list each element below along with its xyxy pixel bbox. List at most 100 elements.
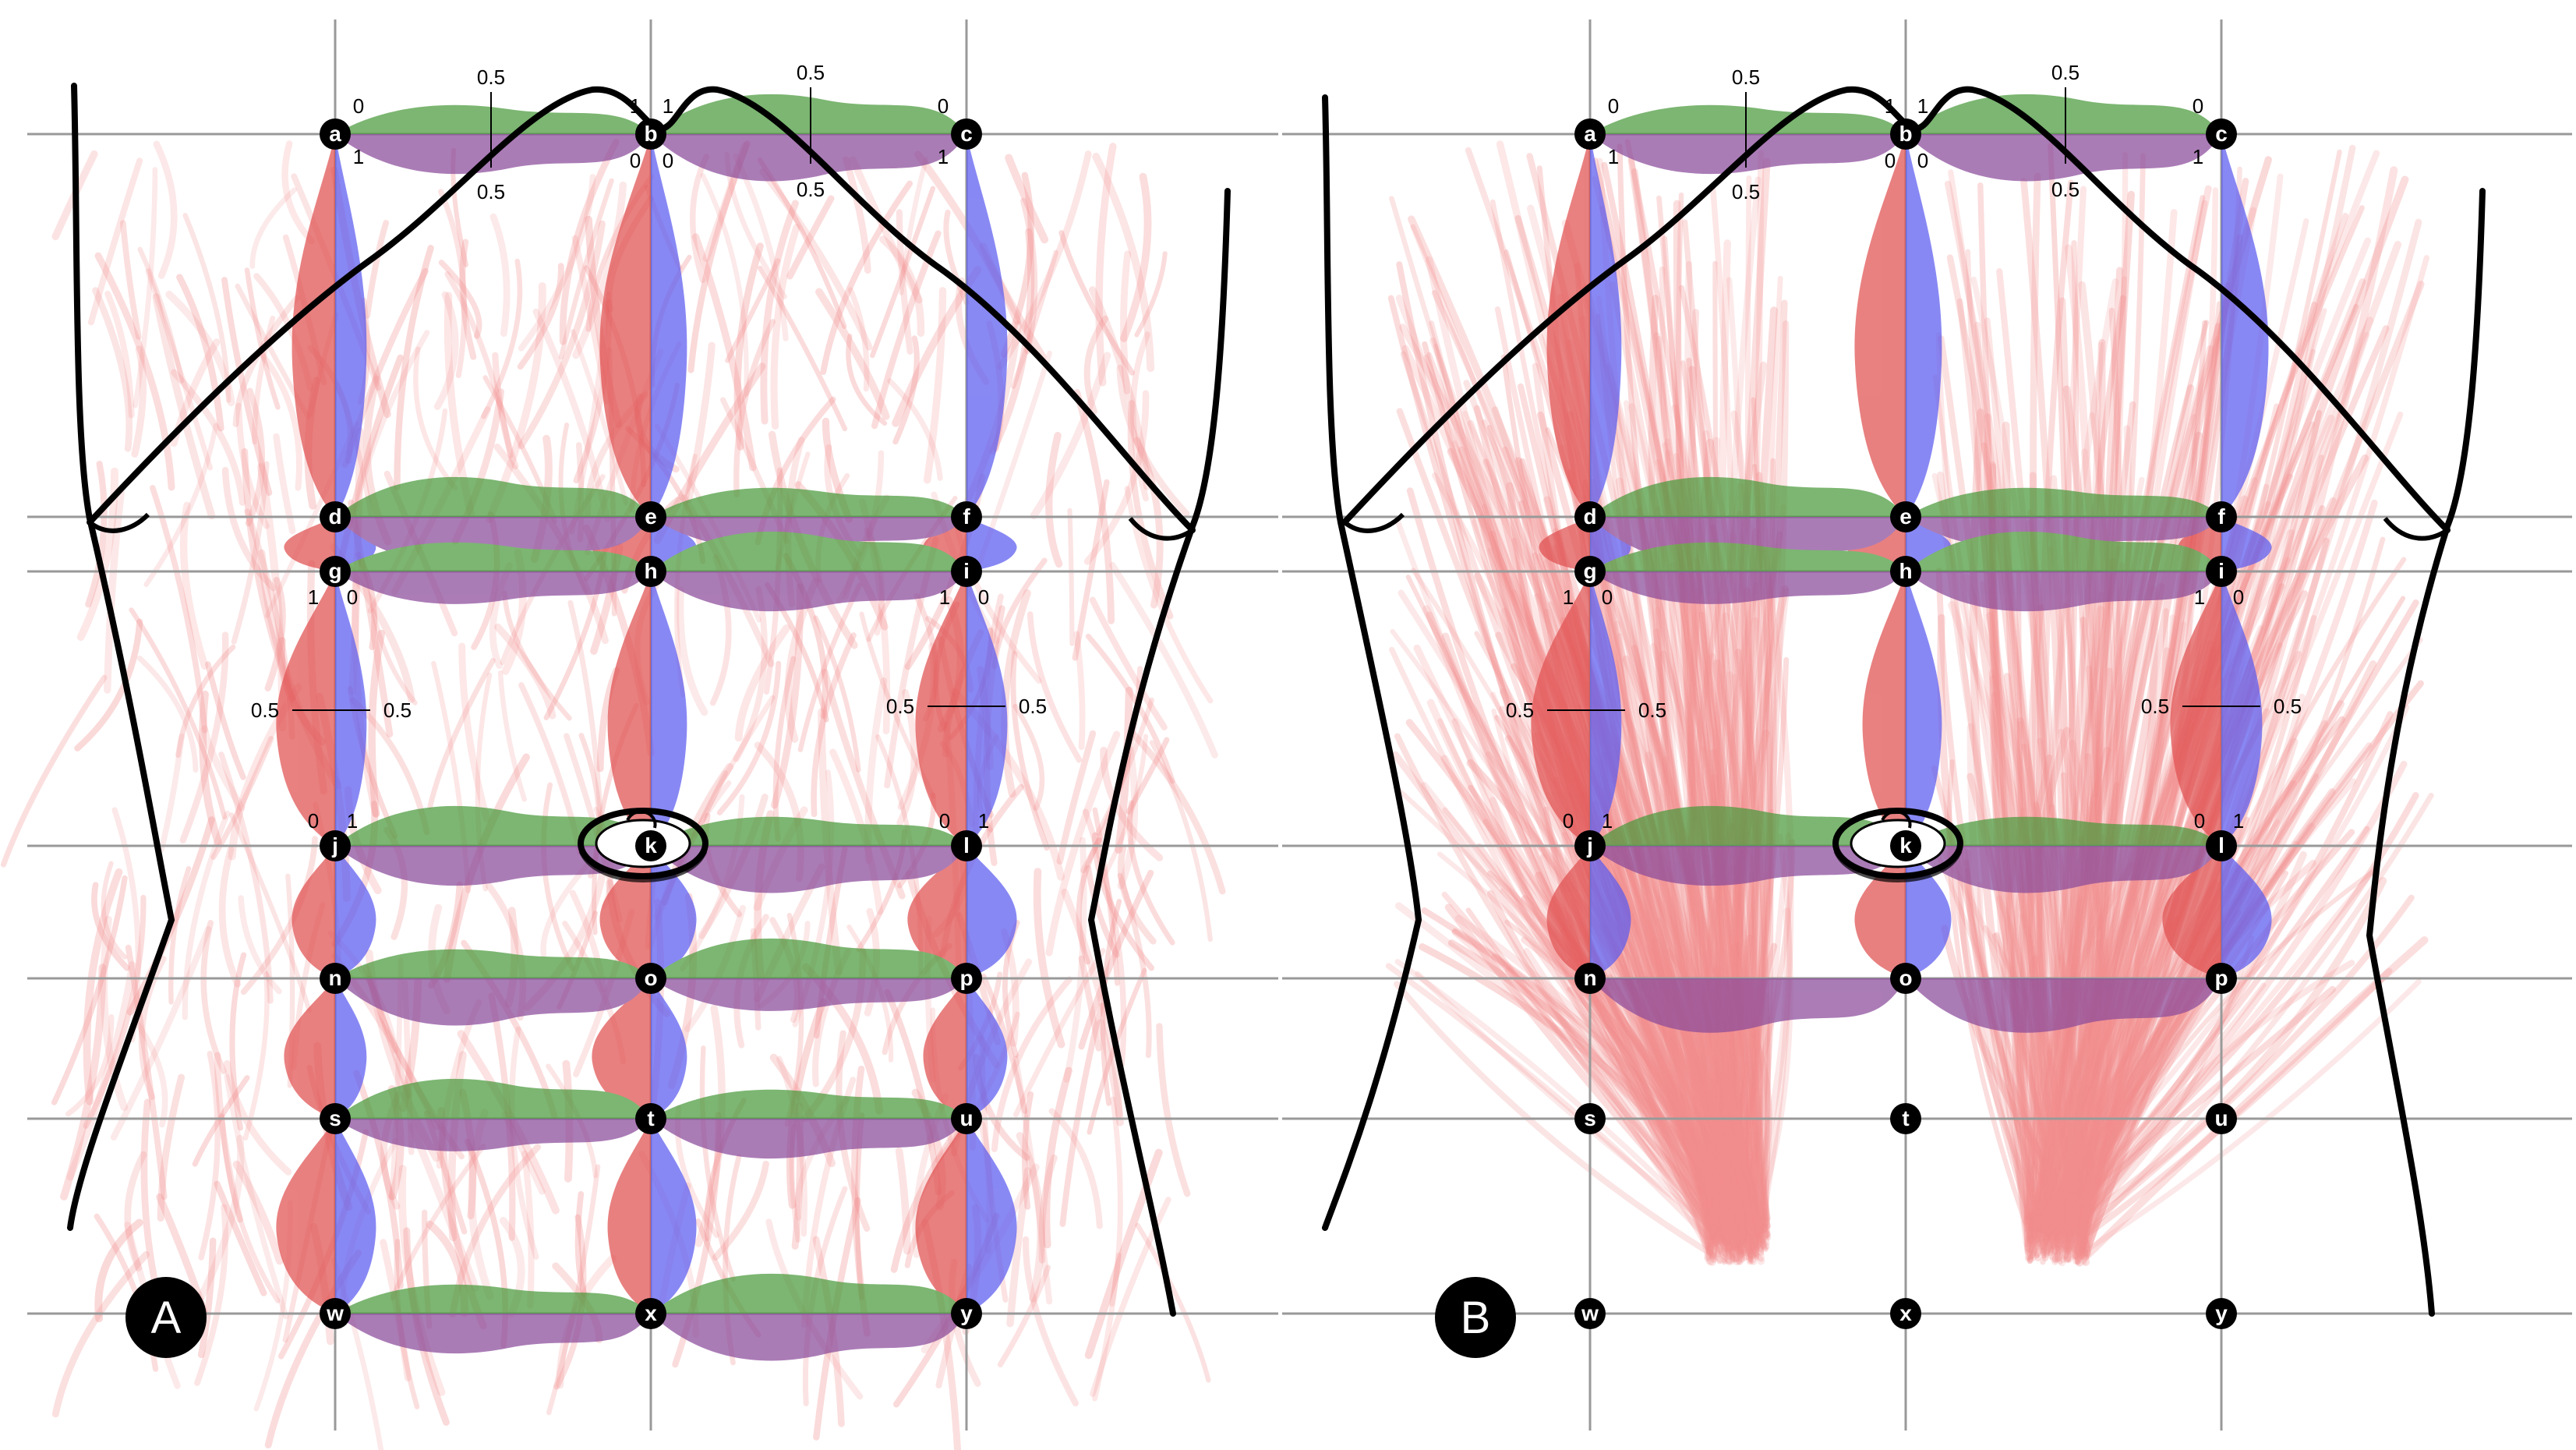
fiber-stroke bbox=[879, 235, 925, 337]
fiber-stroke bbox=[1758, 588, 1790, 1226]
red-profile bbox=[1546, 134, 1590, 517]
fiber-stroke bbox=[2074, 558, 2124, 1262]
node-label: j bbox=[1586, 833, 1593, 858]
fiber-stroke bbox=[2058, 297, 2077, 1220]
fiber-stroke bbox=[229, 952, 247, 1131]
fiber-stroke bbox=[221, 277, 273, 497]
red-profile bbox=[607, 571, 651, 846]
node-l: l bbox=[951, 830, 982, 861]
fiber-stroke bbox=[1956, 298, 2032, 1262]
green-profile bbox=[335, 476, 651, 517]
torso-left-contour bbox=[67, 83, 175, 1231]
fiber-stroke bbox=[1415, 971, 1723, 1236]
scale-half: 0.5 bbox=[1019, 695, 1047, 718]
scale-half: 0.5 bbox=[797, 178, 825, 201]
node-label: h bbox=[644, 559, 657, 583]
fiber-stroke bbox=[2057, 614, 2176, 1255]
fiber-stroke bbox=[991, 976, 1072, 1152]
fiber-stroke bbox=[256, 348, 302, 491]
fiber-stroke bbox=[849, 156, 923, 304]
fiber-stroke bbox=[1715, 176, 1762, 1264]
fiber-stroke bbox=[1083, 808, 1127, 1068]
node-label: y bbox=[960, 1301, 973, 1325]
fiber-stroke bbox=[198, 1050, 221, 1261]
fiber-stroke bbox=[1073, 631, 1086, 751]
node-s: s bbox=[320, 1103, 351, 1134]
fiber-stroke bbox=[2055, 939, 2111, 1228]
rib-edge bbox=[1343, 512, 1405, 533]
fiber-stroke bbox=[1965, 849, 2090, 1259]
fiber-stroke bbox=[760, 200, 799, 425]
fiber-stroke bbox=[138, 955, 167, 1101]
fiber-stroke bbox=[1005, 154, 1049, 244]
fiber-stroke bbox=[1473, 572, 1762, 1237]
scale-one: 1 bbox=[939, 585, 950, 609]
fiber-stroke bbox=[2036, 562, 2125, 1219]
scale-zero: 0 bbox=[939, 809, 950, 833]
fiber-stroke bbox=[427, 657, 496, 809]
fiber-stroke bbox=[1656, 195, 1755, 1256]
fiber-stroke bbox=[249, 187, 297, 269]
scale-zero: 0 bbox=[2233, 585, 2244, 609]
scale-one: 1 bbox=[630, 94, 641, 118]
scale-zero: 0 bbox=[938, 94, 949, 118]
fiber-stroke bbox=[1117, 746, 1139, 889]
node-p: p bbox=[2206, 963, 2237, 994]
fiber-stroke bbox=[1067, 508, 1075, 646]
fiber-stroke bbox=[176, 274, 224, 432]
fiber-stroke bbox=[1451, 928, 1718, 1263]
fiber-stroke bbox=[1087, 967, 1147, 1135]
fiber-stroke bbox=[1731, 674, 1768, 1227]
fiber-stroke bbox=[685, 341, 716, 504]
fiber-stroke bbox=[241, 448, 296, 702]
node-e: e bbox=[1890, 501, 1921, 532]
fiber-stroke bbox=[1592, 176, 1769, 1234]
fiber-stroke bbox=[1704, 648, 1759, 1262]
fiber-stroke bbox=[1567, 958, 1736, 1225]
purple-profile bbox=[1590, 571, 1906, 604]
fiber-stroke bbox=[2082, 218, 2422, 1222]
fiber-stroke bbox=[364, 220, 390, 319]
fiber-stroke bbox=[1012, 703, 1045, 811]
fiber-stroke bbox=[2050, 868, 2377, 1250]
fiber-stroke bbox=[390, 1144, 486, 1301]
fiber-stroke bbox=[438, 189, 468, 379]
fiber-stroke bbox=[119, 220, 142, 340]
fiber-stroke bbox=[413, 346, 458, 491]
rib-edge bbox=[2383, 517, 2449, 541]
scale-zero: 0 bbox=[347, 585, 358, 609]
fiber-stroke bbox=[1092, 153, 1155, 373]
node-label: y bbox=[2215, 1301, 2228, 1325]
node-label: c bbox=[2215, 122, 2228, 146]
fiber-stroke bbox=[1948, 601, 2080, 1260]
fiber-stroke bbox=[815, 288, 890, 420]
fiber-stroke bbox=[1011, 249, 1058, 389]
fiber-stroke bbox=[558, 178, 614, 360]
fiber-stroke bbox=[125, 944, 168, 1201]
scale-half: 0.5 bbox=[2274, 695, 2302, 718]
fiber-stroke bbox=[1536, 411, 1764, 1222]
fiber-stroke bbox=[1394, 981, 1728, 1265]
fiber-stroke bbox=[899, 157, 929, 295]
fiber-stroke bbox=[370, 608, 418, 706]
fiber-stroke bbox=[811, 632, 857, 818]
purple-profile bbox=[335, 978, 651, 1026]
fiber-stroke bbox=[2026, 621, 2186, 1261]
fiber-stroke bbox=[1022, 1236, 1079, 1407]
fiber-stroke bbox=[2069, 295, 2126, 1260]
fiber-stroke bbox=[194, 1204, 228, 1386]
fiber-stroke bbox=[1714, 582, 1760, 1246]
fiber-stroke bbox=[2076, 894, 2415, 1236]
scale-half: 0.5 bbox=[2051, 61, 2080, 84]
fiber-stroke bbox=[1680, 857, 1758, 1247]
green-profile bbox=[651, 531, 966, 571]
fiber-stroke bbox=[1711, 657, 1790, 1258]
scale-one: 1 bbox=[2194, 585, 2205, 609]
green-profile bbox=[651, 487, 966, 517]
node-label: a bbox=[329, 122, 341, 146]
purple-profile bbox=[651, 846, 966, 893]
node-label: o bbox=[1899, 966, 1912, 990]
fiber-stroke bbox=[1994, 932, 2058, 1235]
blue-profile bbox=[335, 1119, 376, 1314]
